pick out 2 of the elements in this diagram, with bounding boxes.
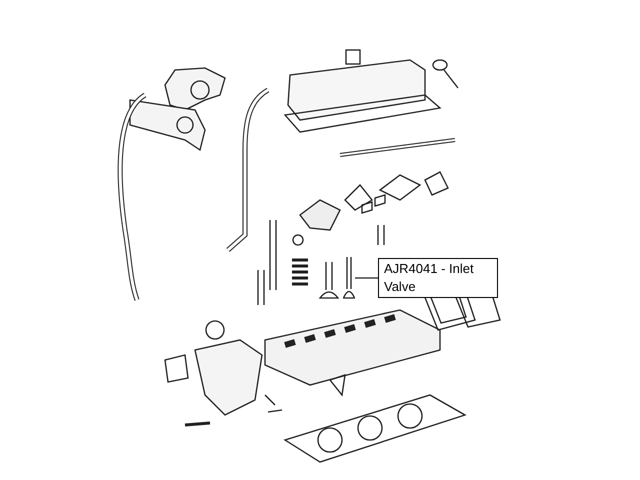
- valve-drawing: [343, 257, 355, 299]
- callout-box: AJR4041 - Inlet Valve: [378, 258, 498, 298]
